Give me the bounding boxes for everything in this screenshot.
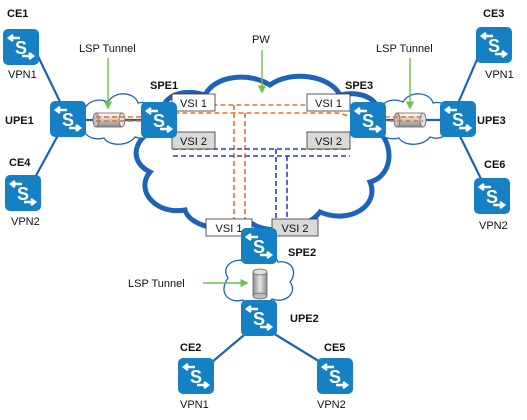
ce6-vpn-label: VPN2 xyxy=(479,220,508,232)
ce5-switch-icon xyxy=(317,358,353,394)
ce5-vpn-label: VPN2 xyxy=(317,399,346,411)
ce2-label: CE2 xyxy=(180,342,201,354)
vsi-spe3-2: VSI 2 xyxy=(306,131,351,150)
svg-text:VSI 2: VSI 2 xyxy=(315,136,342,148)
upe3-label: UPE3 xyxy=(477,115,506,127)
lsp-tube-upe2 xyxy=(252,268,268,300)
link-ce6-upe3 xyxy=(455,127,485,186)
ce4-label: CE4 xyxy=(9,157,31,169)
lsp-tube-upe3 xyxy=(393,112,427,128)
ce3-label: CE3 xyxy=(483,8,504,20)
pw-label: PW xyxy=(252,34,270,46)
svg-text:VSI 1: VSI 1 xyxy=(180,98,207,110)
spe3-label: SPE3 xyxy=(345,80,373,92)
svg-text:VSI 1: VSI 1 xyxy=(216,223,243,235)
ce2-switch-icon xyxy=(178,358,214,394)
svg-text:VSI 2: VSI 2 xyxy=(282,223,309,235)
upe1-switch-icon xyxy=(50,101,86,137)
upe2-switch-icon xyxy=(241,300,277,336)
vsi-spe1-1: VSI 1 xyxy=(171,93,216,112)
lsp-label-right: LSP Tunnel xyxy=(376,43,433,55)
svg-text:VSI 1: VSI 1 xyxy=(315,98,342,110)
upe2-label: UPE2 xyxy=(290,313,319,325)
upe3-switch-icon xyxy=(440,101,476,137)
ce6-switch-icon xyxy=(474,178,510,214)
ce5-label: CE5 xyxy=(324,342,345,354)
spe2-label: SPE2 xyxy=(288,247,316,259)
ce4-vpn-label: VPN2 xyxy=(11,216,40,228)
vsi-spe2-1: VSI 1 xyxy=(205,218,253,237)
spe1-switch-icon xyxy=(141,102,177,138)
lsp-tube-upe1 xyxy=(92,112,126,128)
link-ce1-upe1 xyxy=(34,49,64,109)
vsi-spe2-2: VSI 2 xyxy=(271,218,319,237)
ce1-switch-icon xyxy=(3,29,39,65)
spe1-label: SPE1 xyxy=(150,80,178,92)
ce1-vpn-label: VPN1 xyxy=(8,69,37,81)
upe1-label: UPE1 xyxy=(5,115,34,127)
core-network-cloud xyxy=(133,73,392,233)
ce6-label: CE6 xyxy=(484,159,505,171)
callout-arrows xyxy=(103,50,415,288)
lsp-label-left: LSP Tunnel xyxy=(79,43,136,55)
spe3-switch-icon xyxy=(350,102,386,138)
lsp-label-bottom: LSP Tunnel xyxy=(128,278,185,290)
spe2-switch-icon xyxy=(241,228,277,264)
ce3-vpn-label: VPN1 xyxy=(485,69,514,81)
ce4-switch-icon xyxy=(5,175,41,211)
ce1-label: CE1 xyxy=(7,8,28,20)
ce3-switch-icon xyxy=(476,27,512,63)
svg-text:VSI 2: VSI 2 xyxy=(180,136,207,148)
vsi-spe1-2: VSI 2 xyxy=(171,131,216,150)
vsi-spe3-1: VSI 1 xyxy=(306,93,351,112)
ce2-vpn-label: VPN1 xyxy=(180,399,209,411)
